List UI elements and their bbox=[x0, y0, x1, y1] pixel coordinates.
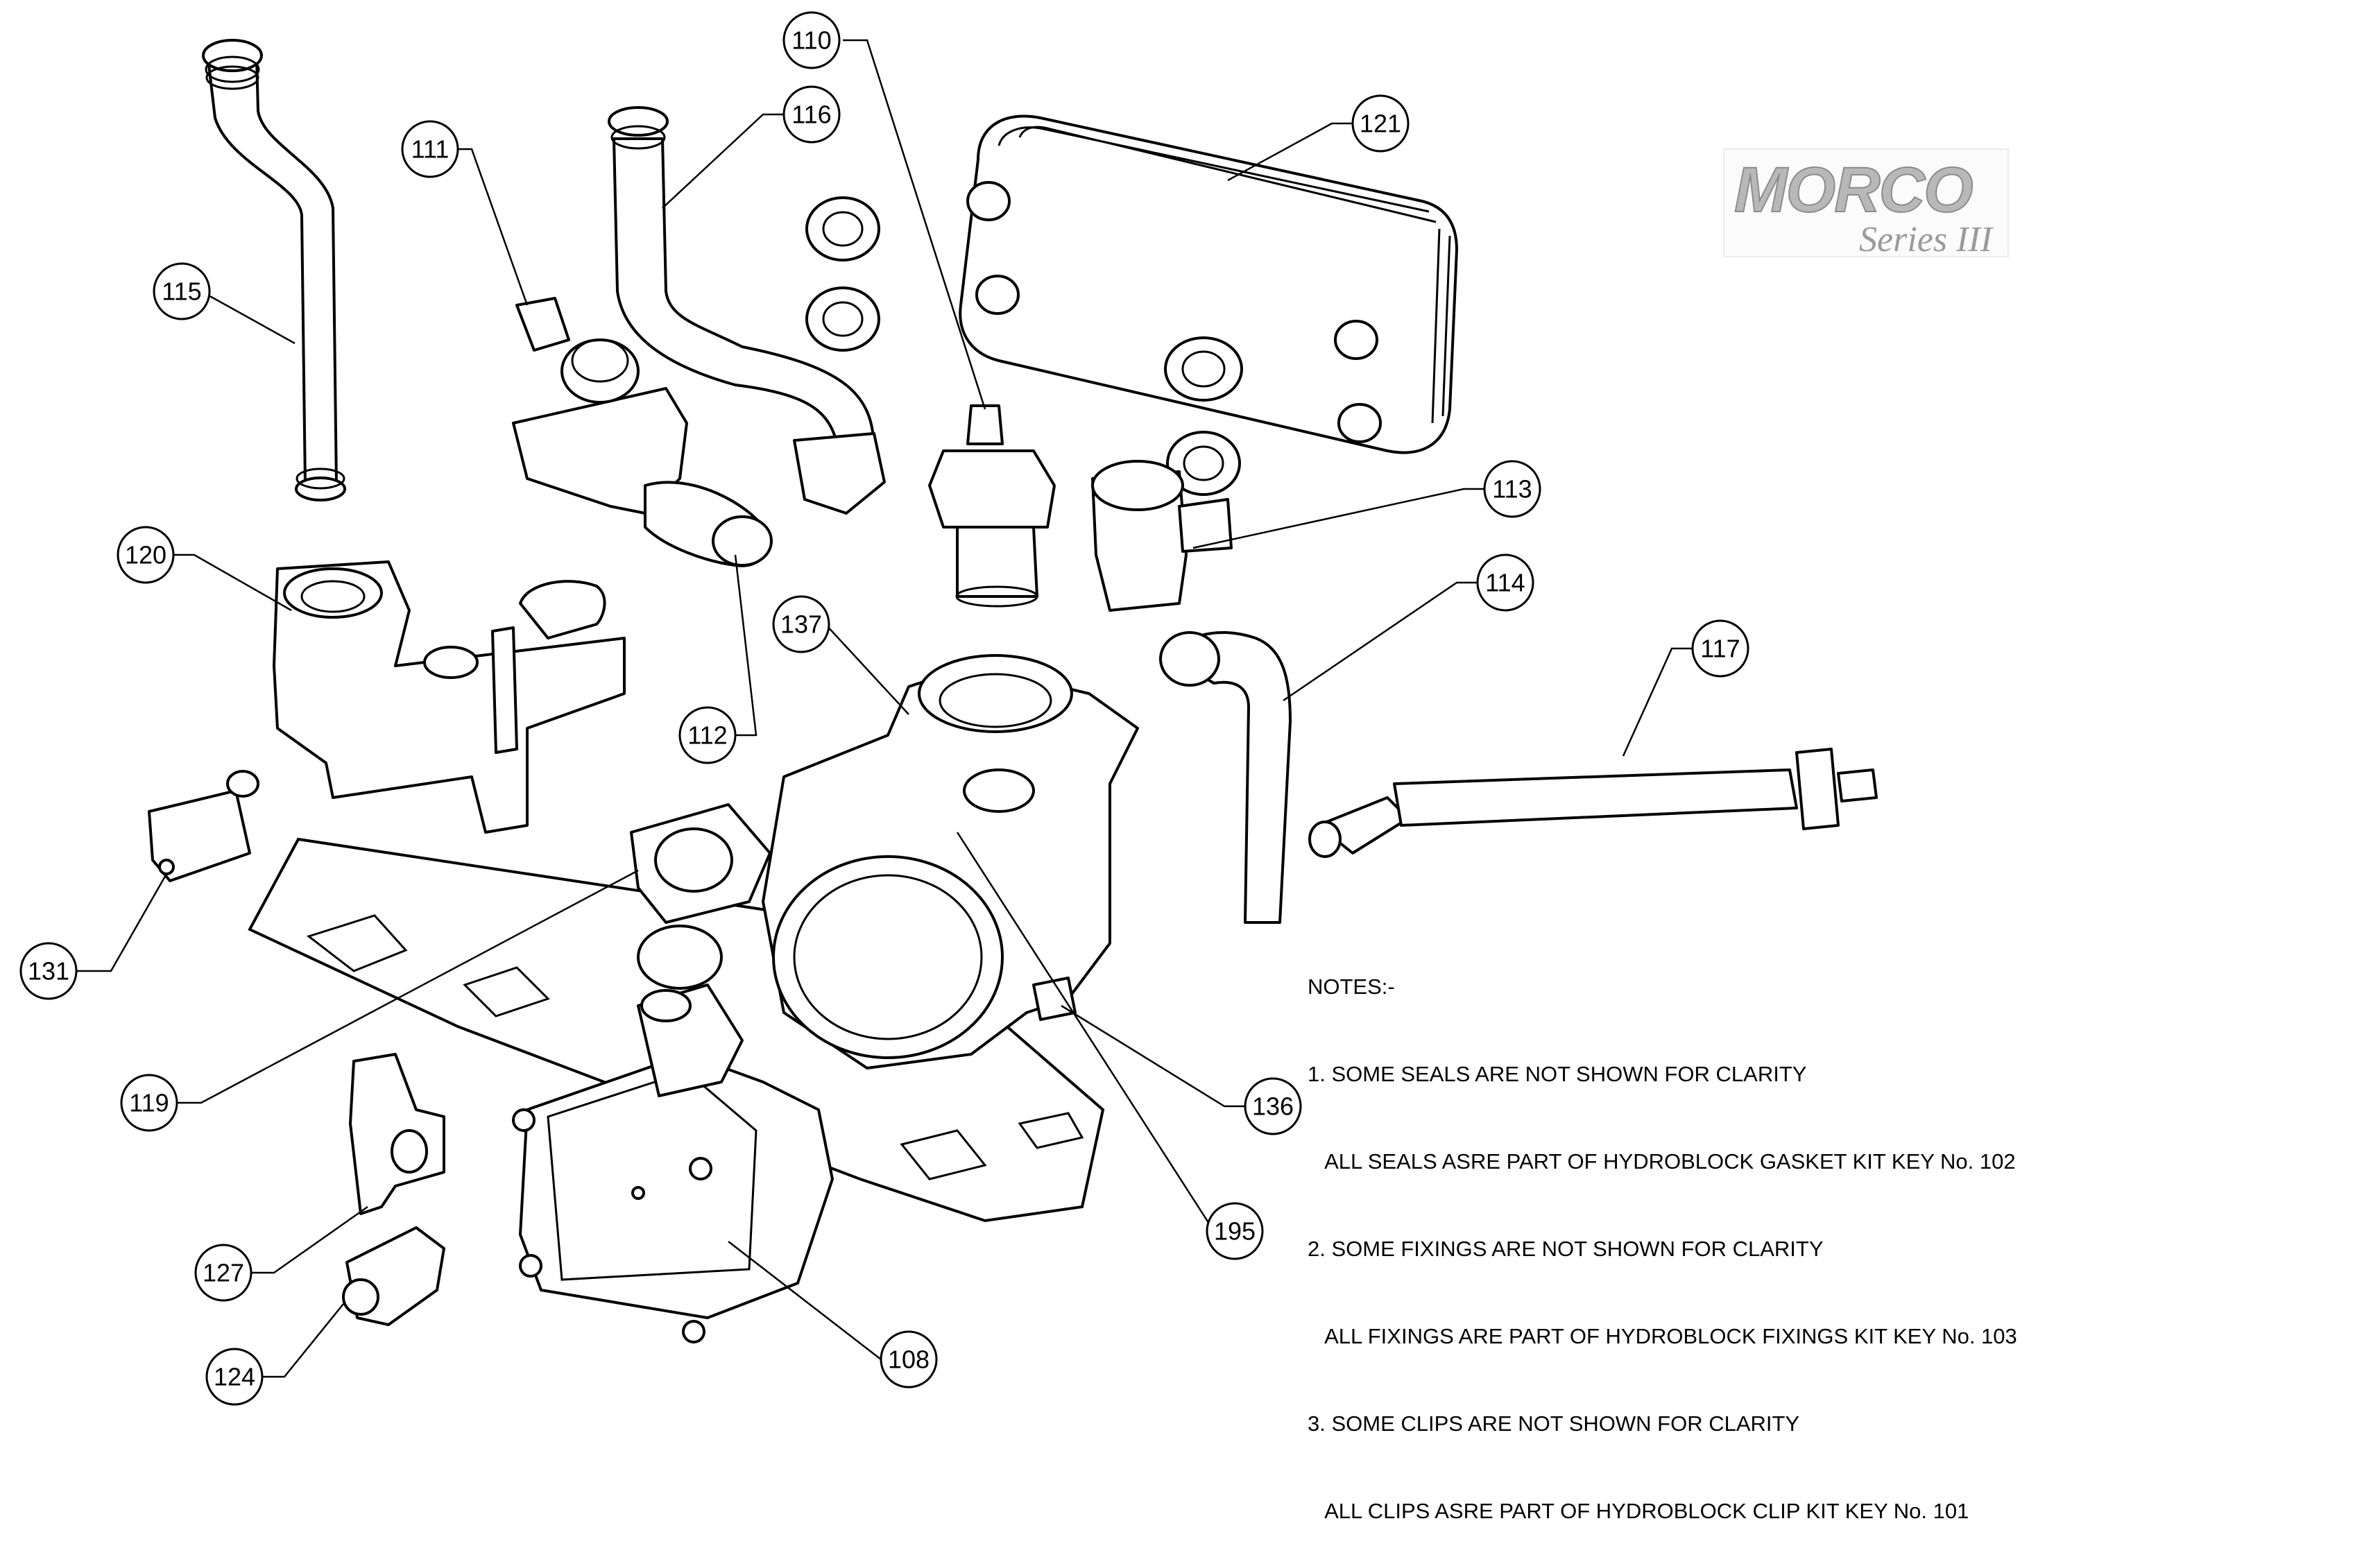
pressure-sensor-131 bbox=[148, 770, 259, 882]
callout-108: 108 bbox=[880, 1330, 938, 1389]
callout-label-127: 127 bbox=[203, 1259, 244, 1287]
callout-115: 115 bbox=[153, 262, 211, 320]
exploded-parts-diagram: MORCO Series III bbox=[19, 11, 2009, 1406]
callout-label-108: 108 bbox=[888, 1346, 930, 1374]
callout-114: 114 bbox=[1476, 553, 1534, 612]
callout-110: 110 bbox=[782, 11, 841, 69]
callout-137: 137 bbox=[772, 595, 830, 653]
callout-136: 136 bbox=[1244, 1077, 1302, 1135]
hydroblock-main-body bbox=[762, 654, 1139, 1069]
notes-line: ALL SEALS ASRE PART OF HYDROBLOCK GASKET… bbox=[1308, 1149, 2016, 1174]
callout-label-131: 131 bbox=[28, 957, 69, 986]
logo-brand: MORCO bbox=[1734, 155, 1973, 225]
callout-label-137: 137 bbox=[780, 610, 822, 639]
callout-116: 116 bbox=[782, 85, 841, 144]
callout-label-121: 121 bbox=[1360, 110, 1401, 138]
callout-112: 112 bbox=[678, 706, 737, 764]
callout-195: 195 bbox=[1206, 1202, 1264, 1260]
plate-heat-exchanger-121 bbox=[959, 114, 1458, 454]
flow-sensor-127 bbox=[349, 1053, 445, 1215]
callout-113: 113 bbox=[1483, 460, 1541, 518]
drain-fitting-136 bbox=[1032, 977, 1077, 1021]
callout-120: 120 bbox=[117, 526, 175, 584]
notes-line: 2. SOME FIXINGS ARE NOT SHOWN FOR CLARIT… bbox=[1308, 1237, 1824, 1261]
morco-logo: MORCO Series III bbox=[1723, 148, 2009, 259]
callout-label-124: 124 bbox=[214, 1363, 255, 1391]
pipe-116 bbox=[608, 106, 886, 515]
callout-label-195: 195 bbox=[1214, 1217, 1256, 1246]
air-vent-110 bbox=[928, 404, 1056, 608]
temperature-sensor-124 bbox=[342, 1226, 445, 1326]
callout-127: 127 bbox=[194, 1244, 252, 1302]
pump-head-108 bbox=[512, 983, 834, 1343]
callout-label-115: 115 bbox=[162, 277, 201, 306]
notes-heading: NOTES:- bbox=[1308, 974, 1395, 999]
pressure-relief-valve-113 bbox=[1091, 460, 1233, 612]
callout-label-119: 119 bbox=[129, 1089, 169, 1117]
callout-119: 119 bbox=[120, 1074, 178, 1132]
callout-label-136: 136 bbox=[1252, 1092, 1294, 1121]
flexible-hose-117 bbox=[1308, 748, 1878, 858]
notes-line: 3. SOME CLIPS ARE NOT SHOWN FOR CLARITY bbox=[1308, 1411, 1800, 1436]
callout-label-110: 110 bbox=[791, 26, 831, 55]
flow-connection-119 bbox=[630, 803, 771, 990]
pipe-115 bbox=[202, 39, 346, 501]
callout-131: 131 bbox=[19, 942, 78, 1000]
callout-label-111: 111 bbox=[411, 135, 450, 164]
pipe-114 bbox=[1159, 631, 1292, 924]
callout-121: 121 bbox=[1351, 94, 1410, 153]
callout-label-117: 117 bbox=[1700, 635, 1740, 663]
notes-block: NOTES:- 1. SOME SEALS ARE NOT SHOWN FOR … bbox=[1308, 914, 2017, 1555]
notes-line: ALL FIXINGS ARE PART OF HYDROBLOCK FIXIN… bbox=[1308, 1324, 2017, 1348]
callout-label-114: 114 bbox=[1485, 569, 1525, 597]
callout-label-113: 113 bbox=[1492, 475, 1532, 504]
diverter-valve-111 bbox=[512, 297, 773, 567]
seal-rings bbox=[805, 196, 1241, 496]
notes-line: 1. SOME SEALS ARE NOT SHOWN FOR CLARITY bbox=[1308, 1062, 1807, 1086]
callout-117: 117 bbox=[1691, 619, 1749, 678]
callout-label-120: 120 bbox=[125, 541, 166, 569]
return-manifold-120 bbox=[273, 560, 626, 834]
notes-line: ALL CLIPS ASRE PART OF HYDROBLOCK CLIP K… bbox=[1308, 1499, 1969, 1523]
callout-111: 111 bbox=[401, 120, 459, 178]
callout-label-116: 116 bbox=[791, 101, 831, 129]
callout-label-112: 112 bbox=[687, 721, 727, 750]
callout-124: 124 bbox=[205, 1348, 264, 1406]
logo-series: Series III bbox=[1859, 220, 1994, 259]
